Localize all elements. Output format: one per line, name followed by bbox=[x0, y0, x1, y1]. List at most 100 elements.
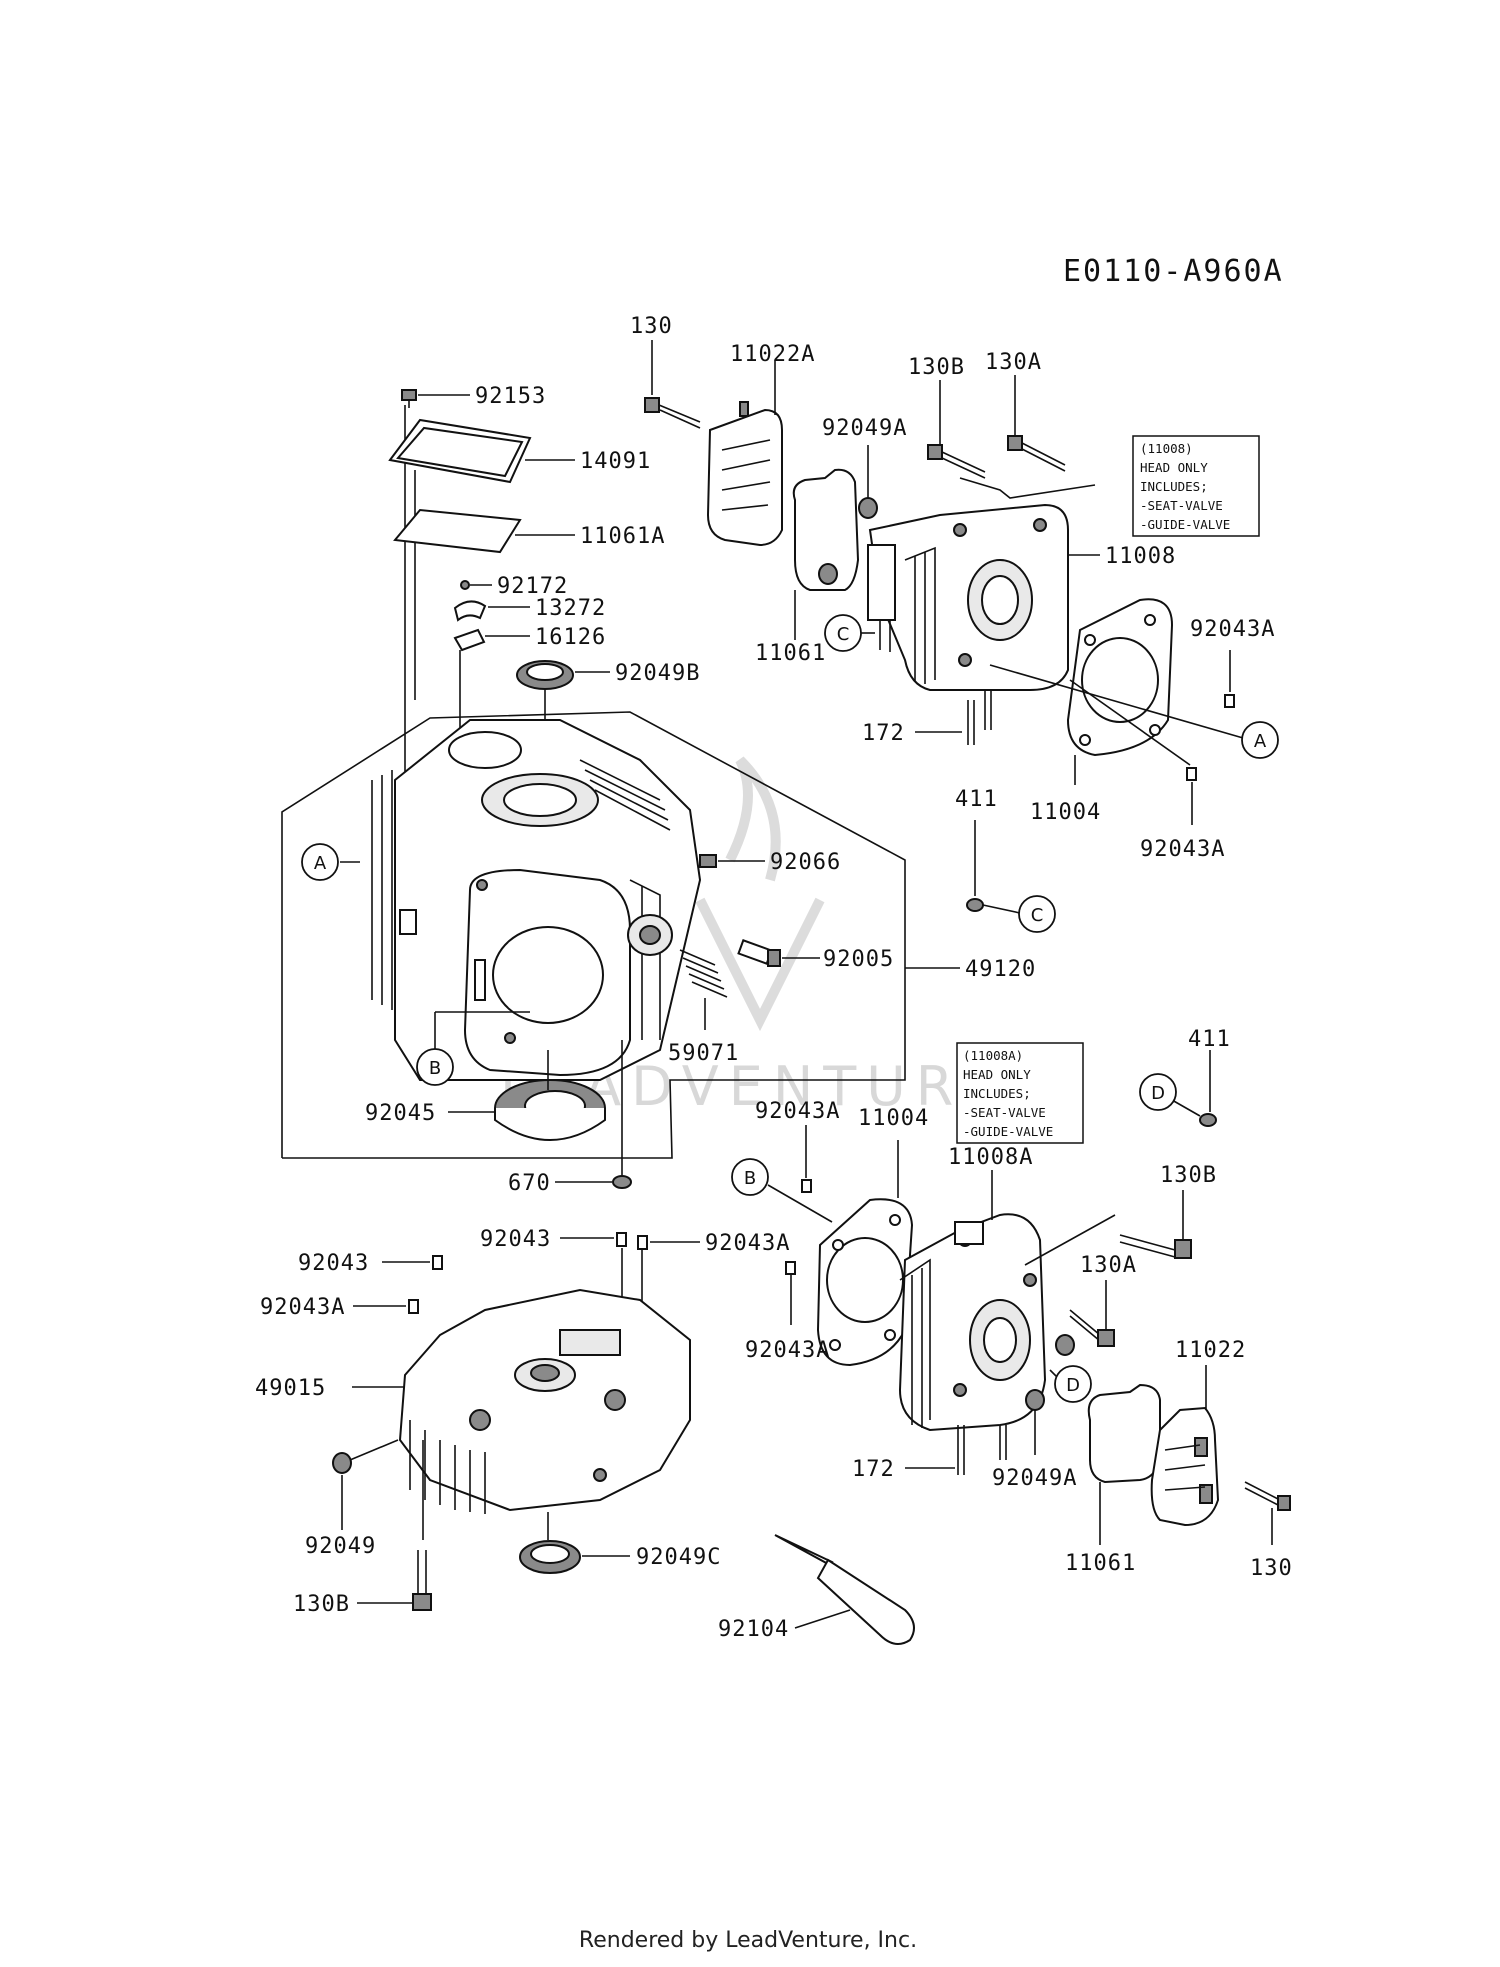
note-11008-line-4: -SEAT-VALVE bbox=[1140, 498, 1223, 513]
axis-head-top-2 bbox=[1069, 679, 1191, 766]
sealant-tube-92104 bbox=[774, 1534, 915, 1645]
label-130b-top: 130B bbox=[908, 355, 965, 380]
stud-172-mid bbox=[957, 1425, 1007, 1475]
diagram-code: E0110-A960A bbox=[1063, 254, 1284, 289]
label-92045: 92045 bbox=[365, 1101, 436, 1126]
crankcase-49015 bbox=[398, 1288, 691, 1514]
spring-59071 bbox=[679, 949, 728, 1030]
label-130b-mid: 130B bbox=[1160, 1163, 1217, 1188]
plate-16126 bbox=[453, 628, 530, 652]
clamp-13272 bbox=[453, 600, 530, 622]
label-130b-bottom: 130B bbox=[293, 1592, 350, 1617]
label-13272: 13272 bbox=[535, 596, 606, 621]
gasket-11061-bottom bbox=[1087, 1383, 1161, 1484]
note-box-11008a: (11008A) HEAD ONLY INCLUDES; -SEAT-VALVE… bbox=[956, 1042, 1084, 1144]
footer-credit: Rendered by LeadVenture, Inc. bbox=[579, 1928, 917, 1953]
cylinder-head-11008a bbox=[898, 1213, 1047, 1432]
label-59071: 59071 bbox=[668, 1041, 739, 1066]
label-11022a: 11022A bbox=[730, 342, 815, 367]
label-11022: 11022 bbox=[1175, 1338, 1246, 1363]
callout-c-right-text: C bbox=[1031, 905, 1044, 926]
label-92049a-top: 92049A bbox=[822, 416, 907, 441]
leader-callout-b-mid bbox=[767, 1184, 833, 1223]
label-92043-c: 92043 bbox=[480, 1227, 551, 1252]
note-11008a-line-1: (11008A) bbox=[963, 1048, 1023, 1063]
label-11061a: 11061A bbox=[580, 524, 665, 549]
label-130a-top: 130A bbox=[985, 350, 1042, 375]
pin-92043-l bbox=[432, 1255, 443, 1270]
watermark-logo bbox=[695, 756, 825, 1032]
callout-d-right: D bbox=[1139, 1073, 1177, 1111]
label-11004-mid: 11004 bbox=[858, 1106, 929, 1131]
oil-seal-92049b bbox=[516, 660, 574, 690]
pin-92043a-r1 bbox=[1224, 694, 1235, 708]
label-11061-top: 11061 bbox=[755, 641, 826, 666]
bolt-130-bottom bbox=[1244, 1481, 1291, 1511]
label-11008: 11008 bbox=[1105, 544, 1176, 569]
bolt-92153 bbox=[401, 389, 417, 408]
label-92049b: 92049B bbox=[615, 661, 700, 686]
pin-92043a-c bbox=[637, 1235, 648, 1250]
callout-c-top-text: C bbox=[837, 624, 850, 645]
label-92153: 92153 bbox=[475, 384, 546, 409]
valve-cover-11022a bbox=[706, 401, 783, 547]
label-11008a: 11008A bbox=[948, 1145, 1033, 1170]
callout-a-right-text: A bbox=[1254, 731, 1267, 752]
callout-d-mid: D bbox=[1054, 1365, 1092, 1403]
label-411-mid: 411 bbox=[1188, 1027, 1231, 1052]
bolt-130-top bbox=[644, 397, 701, 429]
note-11008a-line-2: HEAD ONLY bbox=[963, 1067, 1031, 1082]
bearing-92045 bbox=[494, 1079, 606, 1141]
callout-a-right: A bbox=[1241, 721, 1279, 759]
label-130-bottom: 130 bbox=[1250, 1556, 1293, 1581]
bolt-130a-mid bbox=[1069, 1309, 1115, 1347]
axis-head-mid bbox=[1024, 1214, 1116, 1266]
callout-b-mid-text: B bbox=[744, 1168, 756, 1189]
valve-cover-11022 bbox=[1150, 1406, 1220, 1527]
note-11008a-line-5: -GUIDE-VALVE bbox=[963, 1124, 1053, 1139]
crankcase-bracket bbox=[281, 711, 906, 1159]
callout-d-mid-text: D bbox=[1066, 1375, 1080, 1396]
gasket-14091-inner bbox=[396, 426, 524, 478]
crankcase-49120 bbox=[371, 719, 702, 1081]
label-92043a-m2: 92043A bbox=[745, 1338, 830, 1363]
bolt-130b-bottom bbox=[412, 1550, 432, 1611]
pin-92043a-r2 bbox=[1186, 767, 1197, 781]
callout-d-right-text: D bbox=[1151, 1083, 1165, 1104]
axis-head-top bbox=[989, 664, 1251, 741]
plug-92066 bbox=[699, 854, 765, 868]
label-411-top: 411 bbox=[955, 787, 998, 812]
label-49120: 49120 bbox=[965, 957, 1036, 982]
label-92104: 92104 bbox=[718, 1617, 789, 1642]
bolt-130b-mid bbox=[1119, 1234, 1192, 1259]
label-92043a-r2: 92043A bbox=[1140, 837, 1225, 862]
label-130-top: 130 bbox=[630, 314, 673, 339]
screw-92172 bbox=[460, 580, 492, 590]
callout-c-right: C bbox=[1018, 895, 1056, 933]
oil-seal-92049c bbox=[519, 1540, 581, 1574]
callout-a-left-text: A bbox=[314, 853, 327, 874]
note-11008-line-1: (11008) bbox=[1140, 441, 1193, 456]
washer-411-top bbox=[966, 898, 984, 912]
label-92005: 92005 bbox=[823, 947, 894, 972]
pin-92043a-l bbox=[408, 1299, 419, 1314]
cylinder-head-11008 bbox=[867, 503, 1069, 691]
label-92049a-mid: 92049A bbox=[992, 1466, 1077, 1491]
note-11008-line-5: -GUIDE-VALVE bbox=[1140, 517, 1230, 532]
oring-670 bbox=[612, 1175, 632, 1189]
plate-11061a bbox=[393, 508, 522, 554]
head-gasket-11004-top bbox=[1066, 598, 1174, 757]
label-130a-mid: 130A bbox=[1080, 1253, 1137, 1278]
label-92066: 92066 bbox=[770, 850, 841, 875]
leader-callout-d-right bbox=[1171, 1099, 1201, 1117]
pin-92043a-m1 bbox=[801, 1179, 812, 1193]
callout-b-mid: B bbox=[731, 1158, 769, 1196]
callout-a-left: A bbox=[301, 843, 339, 881]
note-11008-line-2: HEAD ONLY bbox=[1140, 460, 1208, 475]
callout-c-top: C bbox=[824, 614, 862, 652]
note-11008-line-3: INCLUDES; bbox=[1140, 479, 1208, 494]
callout-b-left: B bbox=[416, 1048, 454, 1086]
label-92043a-r1: 92043A bbox=[1190, 617, 1275, 642]
stud-172-top bbox=[967, 690, 992, 745]
